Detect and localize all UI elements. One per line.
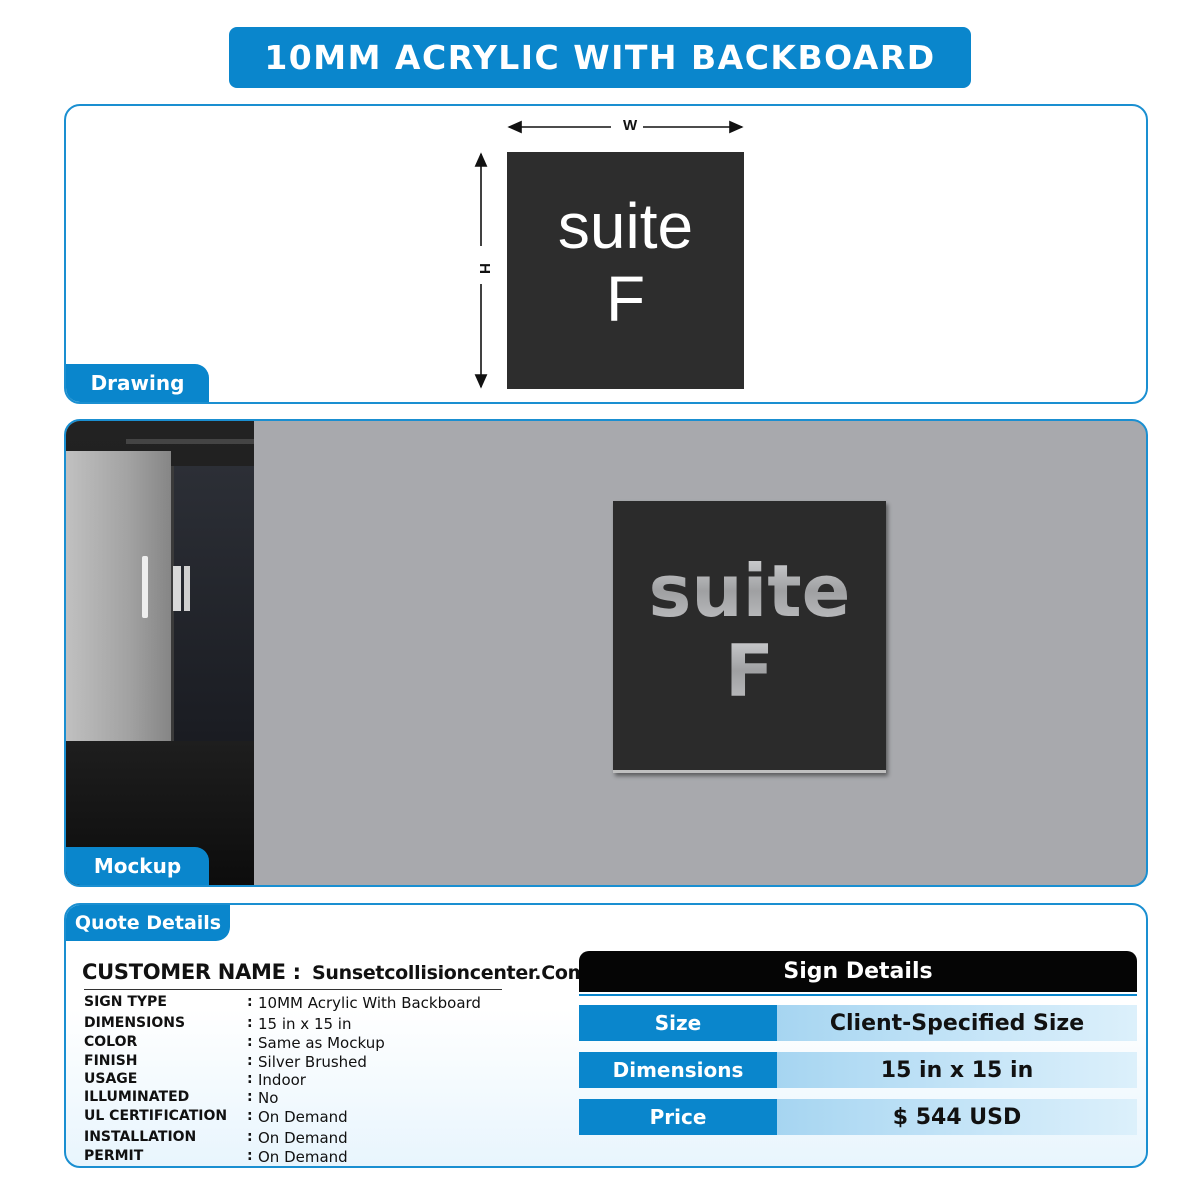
spec-value: 10MM Acrylic With Backboard [258,994,481,1012]
ceiling-light [126,439,254,444]
sign-mockup: suite F [613,501,886,773]
detail-value: Client-Specified Size [777,1005,1137,1041]
spec-key: COLOR [84,1034,138,1050]
drawing-panel: W H suite F Drawing [64,104,1148,404]
spec-colon: : [247,1148,253,1164]
page-title: 10MM ACRYLIC WITH BACKBOARD [229,27,971,88]
spec-key: USAGE [84,1071,138,1087]
mockup-tab: Mockup [66,847,209,885]
quote-tab: Quote Details [66,905,230,941]
spec-row: SIGN TYPE : 10MM Acrylic With Backboard [84,994,564,1013]
spec-row: PERMIT : On Demand [84,1148,564,1166]
door-pull-2 [184,566,190,611]
sign-details-divider [579,994,1137,996]
spec-value: Indoor [258,1071,306,1089]
sign-mockup-line2: F [724,628,775,713]
spec-colon: : [247,994,253,1010]
spec-row: DIMENSIONS : 15 in x 15 in [84,1015,564,1034]
spec-colon: : [247,1089,253,1105]
detail-value: $ 544 USD [777,1099,1137,1135]
spec-key: DIMENSIONS [84,1015,186,1031]
spec-row: FINISH : Silver Brushed [84,1053,564,1072]
detail-value: 15 in x 15 in [777,1052,1137,1088]
sign-drawing: suite F [507,152,744,389]
spec-value: No [258,1089,279,1107]
detail-key: Dimensions [579,1052,777,1088]
sign-mockup-line1: suite [648,548,851,633]
spec-value: 15 in x 15 in [258,1015,352,1033]
spec-value: Silver Brushed [258,1053,367,1071]
spec-row: UL CERTIFICATION : On Demand [84,1108,564,1127]
dimension-arrows [474,120,744,389]
spec-colon: : [247,1053,253,1069]
spec-colon: : [247,1034,253,1050]
width-label: W [617,117,644,134]
spec-key: SIGN TYPE [84,994,167,1010]
spec-key: FINISH [84,1053,138,1069]
spec-value: On Demand [258,1108,348,1126]
glass-door [66,451,171,771]
door-pull [173,566,181,611]
spec-key: UL CERTIFICATION [84,1108,228,1124]
spec-key: PERMIT [84,1148,144,1164]
quote-panel: Quote Details CUSTOMER NAME : Sunsetcoll… [64,903,1148,1168]
drawing-tab: Drawing [66,364,209,402]
customer-divider [84,989,502,990]
sign-drawing-line1: suite [557,189,694,262]
height-label: H [475,257,493,280]
spec-value: On Demand [258,1148,348,1166]
spec-key: INSTALLATION [84,1129,197,1145]
spec-colon: : [247,1108,253,1124]
spec-colon: : [247,1071,253,1087]
spec-row: COLOR : Same as Mockup [84,1034,564,1053]
sign-drawing-line2: F [605,262,646,335]
spec-colon: : [247,1129,253,1145]
spec-value: On Demand [258,1129,348,1147]
sign-details-header: Sign Details [579,951,1137,992]
spec-row: ILLUMINATED : No [84,1089,564,1108]
spec-row: USAGE : Indoor [84,1071,564,1090]
spec-row: INSTALLATION : On Demand [84,1129,564,1148]
detail-row-size: Size Client-Specified Size [579,1005,1137,1041]
customer-value: Sunsetcollisioncenter.Com [312,962,588,984]
office-photo [66,421,254,885]
detail-key: Price [579,1099,777,1135]
door-handle [142,556,148,618]
detail-row-dimensions: Dimensions 15 in x 15 in [579,1052,1137,1088]
spec-colon: : [247,1015,253,1031]
detail-key: Size [579,1005,777,1041]
mockup-panel: suite F Mockup [64,419,1148,887]
spec-key: ILLUMINATED [84,1089,190,1105]
spec-value: Same as Mockup [258,1034,385,1052]
customer-label: CUSTOMER NAME : [82,960,301,984]
detail-row-price: Price $ 544 USD [579,1099,1137,1135]
